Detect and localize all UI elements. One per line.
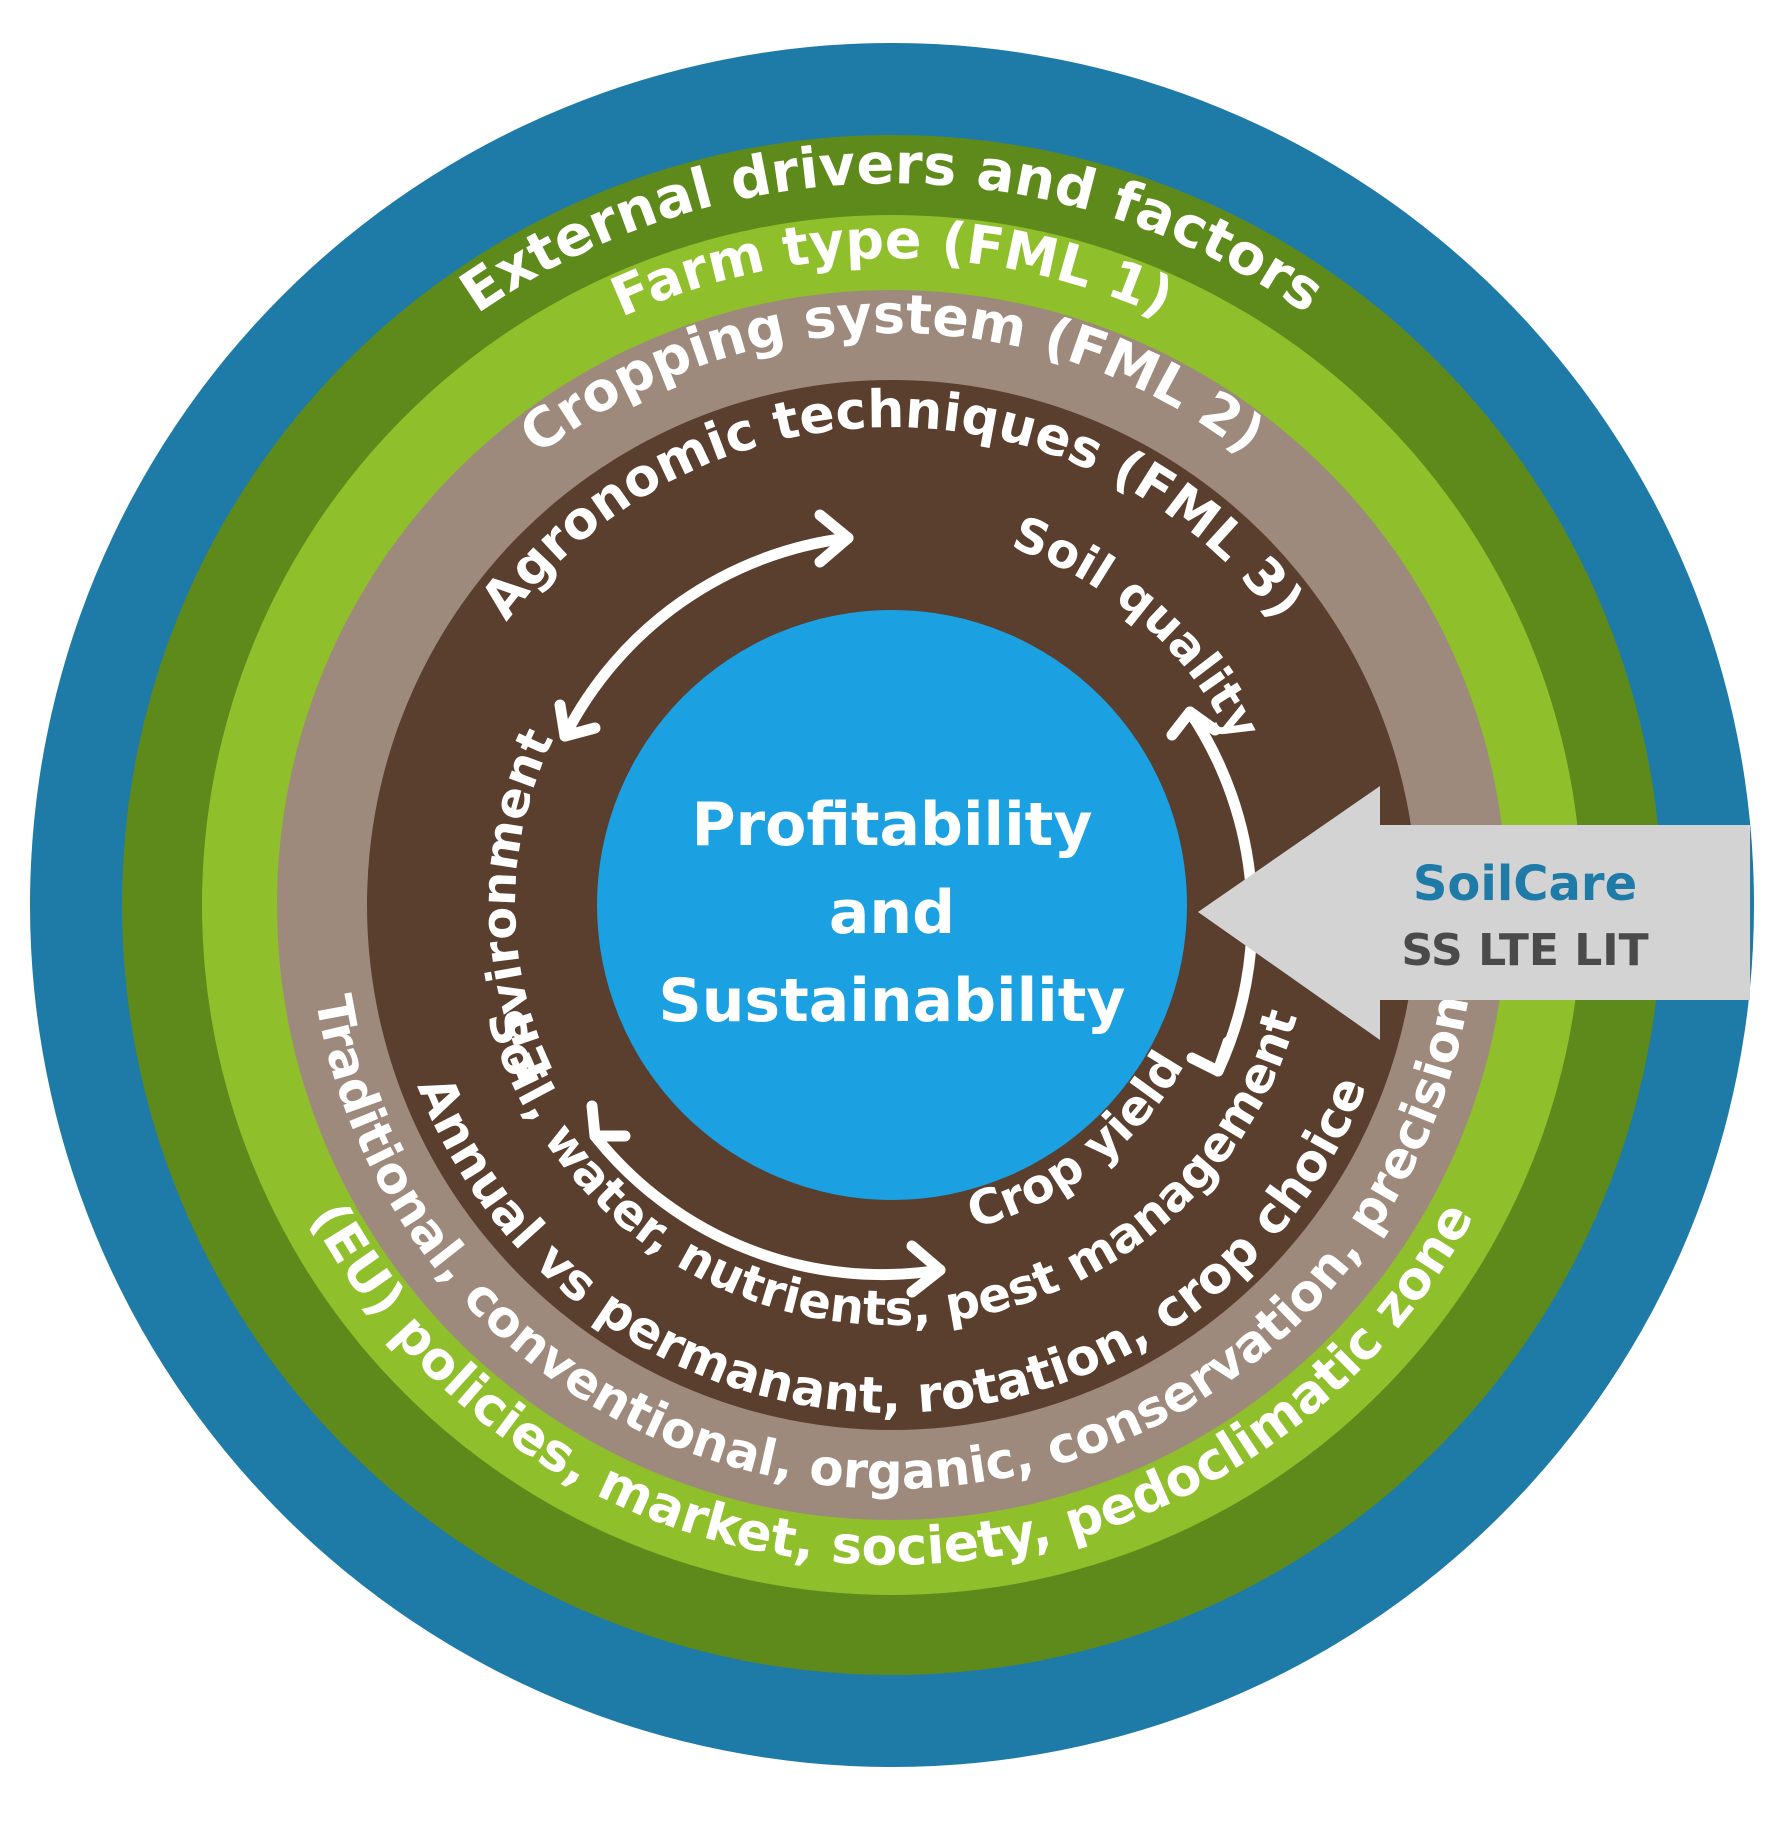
arrow-head: [1166, 706, 1221, 741]
center-line-1: Profitability: [692, 790, 1093, 860]
arrow-head: [814, 509, 854, 568]
center-line-2: and: [829, 878, 955, 948]
center-circle: [597, 610, 1187, 1200]
arrow-environment-crop: [589, 1130, 946, 1281]
soilcare-subtitle: SS LTE LIT: [1401, 925, 1648, 976]
arrow-soil-environment: [559, 532, 854, 742]
soilcare-arrow: [1198, 786, 1750, 1040]
center-line-3: Sustainability: [658, 966, 1125, 1036]
arrow-head: [906, 1240, 946, 1298]
arrow-head: [1186, 1036, 1234, 1077]
soilcare-title: SoilCare: [1413, 856, 1637, 912]
arrow-head: [554, 699, 601, 742]
arrow-head: [586, 1100, 631, 1142]
